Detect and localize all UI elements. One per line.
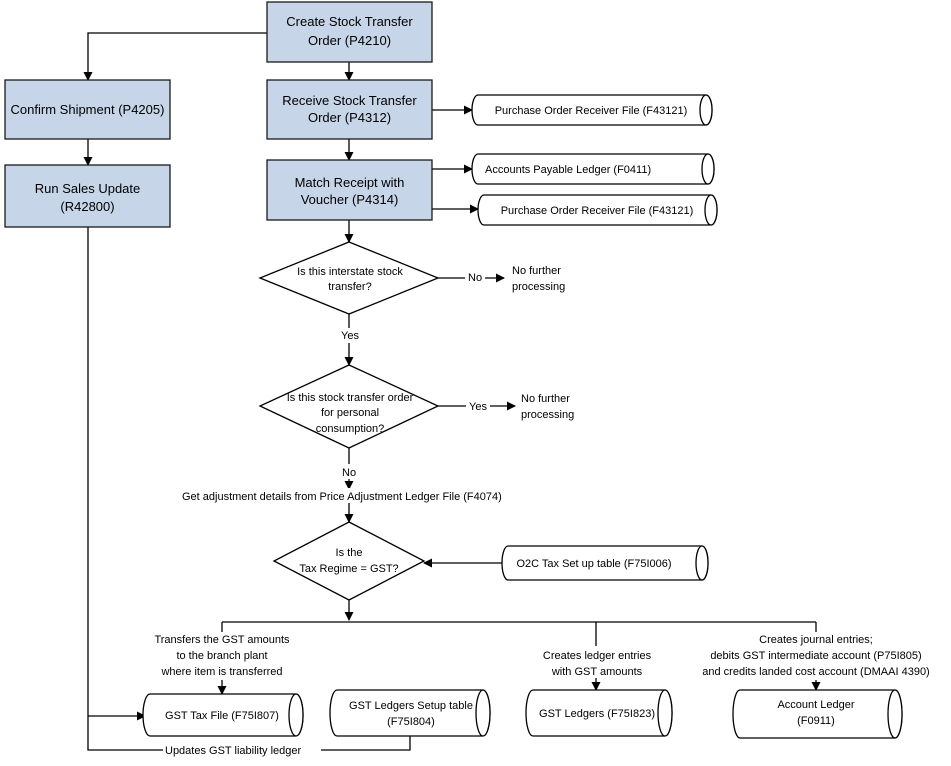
- store-gst-ledgers: GST Ledgers (F75I823): [525, 689, 673, 737]
- process-receive-sto: Receive Stock Transfer Order (P4312): [266, 79, 433, 140]
- gst-regime-line1: Is the: [336, 547, 363, 559]
- no-further-2-line2: processing: [521, 409, 574, 421]
- run-sales-update-line1: Run Sales Update: [35, 181, 141, 196]
- gst-ledgers-label: GST Ledgers (F75I823): [539, 708, 655, 720]
- decision-interstate: Is this interstate stock transfer?: [258, 241, 440, 315]
- edge-label-no-1: No: [468, 272, 482, 284]
- personal-line1: Is this stock transfer order: [287, 392, 414, 404]
- process-confirm-shipment: Confirm Shipment (P4205): [4, 79, 171, 140]
- get-adjustment-note: Get adjustment details from Price Adjust…: [182, 491, 502, 503]
- po-receiver-2-label: Purchase Order Receiver File (F43121): [501, 205, 694, 217]
- store-account-ledger: Account Ledger (F0911): [732, 689, 903, 739]
- store-gst-tax-file: GST Tax File (F75I807): [142, 693, 304, 737]
- process-run-sales-update: Run Sales Update (R42800): [4, 164, 171, 228]
- personal-line2: for personal: [321, 407, 379, 419]
- process-match-receipt: Match Receipt with Voucher (P4314): [266, 159, 433, 221]
- create-sto-line1: Create Stock Transfer: [286, 14, 413, 29]
- match-receipt-line1: Match Receipt with: [295, 175, 405, 190]
- edge-create-to-confirm: [83, 32, 267, 81]
- creates-ledger-line2: with GST amounts: [551, 666, 643, 678]
- creates-journal-line1: Creates journal entries;: [759, 634, 873, 646]
- no-further-2-line1: No further: [521, 393, 570, 405]
- process-create-sto: Create Stock Transfer Order (P4210): [266, 1, 433, 63]
- interstate-line2: transfer?: [328, 281, 371, 293]
- run-sales-update-line2: (R42800): [60, 199, 114, 214]
- store-ap-ledger: Accounts Payable Ledger (F0411): [471, 153, 715, 185]
- gst-ledgers-setup-line1: GST Ledgers Setup table: [349, 700, 473, 712]
- transfers-gst-line3: where item is transferred: [160, 666, 282, 678]
- account-ledger-line2: (F0911): [797, 715, 835, 727]
- po-receiver-1-label: Purchase Order Receiver File (F43121): [495, 105, 688, 117]
- create-sto-line2: Order (P4210): [308, 33, 391, 48]
- receive-sto-line1: Receive Stock Transfer: [282, 93, 417, 108]
- o2c-tax-setup-label: O2C Tax Set up table (F75I006): [516, 558, 671, 570]
- gst-regime-line2: Tax Regime = GST?: [299, 563, 398, 575]
- store-po-receiver-1: Purchase Order Receiver File (F43121): [471, 94, 713, 126]
- creates-ledger-line1: Creates ledger entries: [543, 650, 652, 662]
- gst-tax-file-label: GST Tax File (F75I807): [165, 710, 279, 722]
- ap-ledger-label: Accounts Payable Ledger (F0411): [485, 164, 651, 176]
- gst-ledgers-setup-line2: (F75I804): [387, 716, 435, 728]
- edge-label-updates-liability: Updates GST liability ledger: [165, 745, 301, 757]
- account-ledger-line1: Account Ledger: [777, 699, 854, 711]
- transfers-gst-line1: Transfers the GST amounts: [154, 634, 290, 646]
- creates-journal-line2: debits GST intermediate account (P75I805…: [710, 650, 921, 662]
- no-further-1-line1: No further: [512, 265, 561, 277]
- edge-label-yes-2: Yes: [469, 401, 487, 413]
- store-gst-ledgers-setup: GST Ledgers Setup table (F75I804): [329, 689, 491, 737]
- receive-sto-line2: Order (P4312): [308, 110, 391, 125]
- transfers-gst-line2: to the branch plant: [176, 650, 267, 662]
- personal-line3: consumption?: [316, 423, 385, 435]
- decision-personal: Is this stock transfer order for persona…: [258, 364, 440, 449]
- confirm-shipment-label: Confirm Shipment (P4205): [11, 102, 165, 117]
- creates-journal-line3: and credits landed cost account (DMAAI 4…: [702, 666, 929, 678]
- interstate-line1: Is this interstate stock: [297, 266, 403, 278]
- no-further-1-line2: processing: [512, 281, 565, 293]
- store-o2c-tax-setup: O2C Tax Set up table (F75I006): [501, 545, 709, 581]
- edge-label-no-2: No: [342, 467, 356, 479]
- decision-gst-regime: Is the Tax Regime = GST?: [272, 521, 426, 601]
- match-receipt-line2: Voucher (P4314): [301, 192, 399, 207]
- store-po-receiver-2: Purchase Order Receiver File (F43121): [477, 194, 718, 226]
- edge-label-yes-1: Yes: [341, 330, 359, 342]
